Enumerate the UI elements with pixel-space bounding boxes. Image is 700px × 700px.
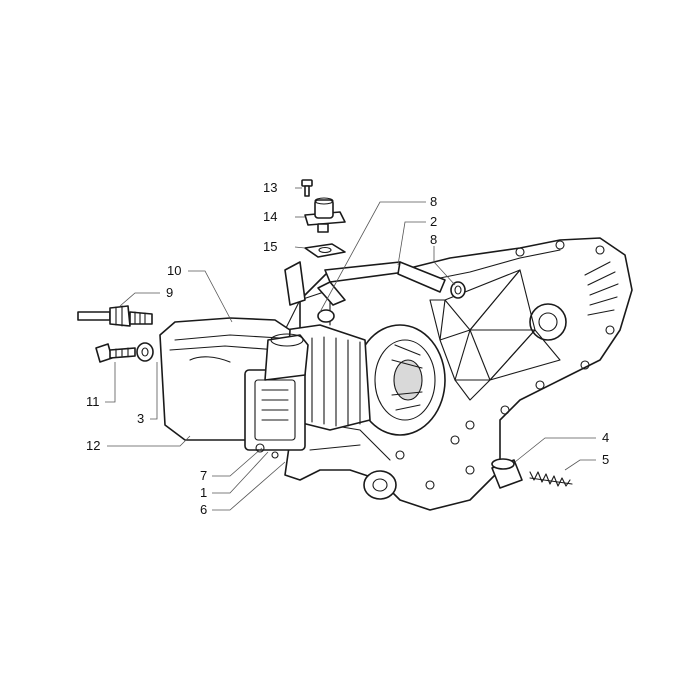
- crankcase-housing: [284, 237, 633, 511]
- callout-1: 1: [200, 485, 208, 500]
- rib-lattice: [429, 269, 561, 401]
- callout-7: 7: [200, 468, 208, 483]
- spring: [529, 471, 573, 487]
- callout-8-lower: 8: [430, 232, 438, 247]
- spark-plug: [77, 305, 153, 327]
- callout-9: 9: [166, 285, 174, 300]
- callout-4: 4: [602, 430, 610, 445]
- callout-5: 5: [602, 452, 610, 467]
- breather-tubes: [317, 261, 466, 323]
- callout-8-top: 8: [430, 194, 438, 209]
- gasket: [304, 243, 346, 258]
- callout-6: 6: [200, 502, 208, 517]
- tensioner: [304, 197, 346, 233]
- housing-bolts: [395, 240, 615, 490]
- callout-10: 10: [167, 263, 182, 278]
- callout-14: 14: [263, 209, 278, 224]
- screw: [301, 179, 313, 197]
- roller: [491, 458, 523, 489]
- callout-3: 3: [137, 411, 145, 426]
- callout-11: 11: [86, 394, 100, 409]
- filter-housing: [244, 333, 309, 459]
- washer: [136, 342, 154, 362]
- callout-13: 13: [263, 180, 278, 195]
- callout-12: 12: [86, 438, 101, 453]
- leader-lines: [105, 187, 596, 511]
- bolt: [95, 343, 136, 363]
- callout-2: 2: [430, 214, 438, 229]
- callout-15: 15: [263, 239, 278, 254]
